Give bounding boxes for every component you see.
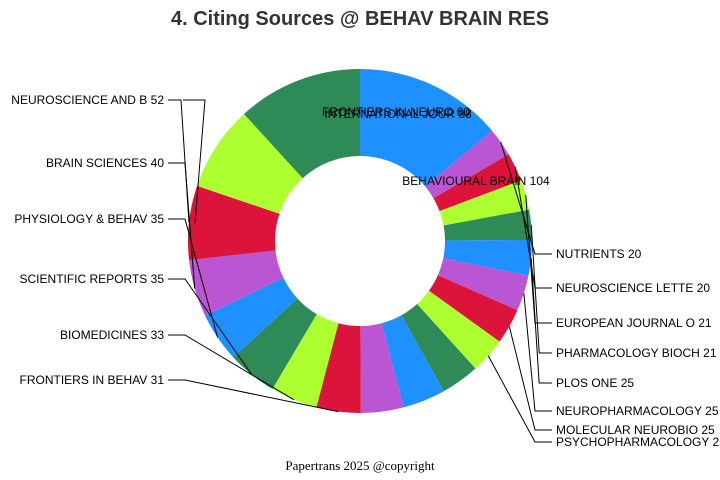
slice-frontiers-in-psych — [401, 303, 476, 392]
slice-label-frontiers-in-behav: FRONTIERS IN BEHAV 31 — [20, 373, 165, 387]
slice-behavioural-brain — [360, 69, 492, 187]
slice-european-journal-o — [439, 180, 530, 226]
slice-label-frontiers-in-neuro: FRONTIERS IN NEURO 60 — [322, 105, 470, 119]
slice-label-biomedicines: BIOMEDICINES 33 — [60, 328, 164, 342]
slice-frontiers-in-aging — [360, 323, 404, 413]
slice-physiology-behav — [204, 277, 298, 358]
leader-line-psychopharmacology — [487, 355, 552, 443]
slice-pharmacology-bioch — [443, 209, 532, 241]
leader-line-biomedicines — [168, 334, 295, 401]
slice-label-frontiers-in-aging: FRONTIERS IN AGING 30 — [556, 0, 699, 3]
slice-molecular-neurobio — [428, 275, 518, 342]
slice-nutrients — [425, 130, 509, 199]
slice-label-neuropharmacology: NEUROPHARMACOLOGY 25 — [556, 404, 719, 418]
slice-label-international-jour: INTERNATIONAL JOUR 88 — [324, 107, 472, 121]
slice-label-neuroscience: NEUROSCIENCE 30 — [556, 0, 670, 3]
slice-label-nutrients: NUTRIENTS 20 — [556, 247, 642, 261]
slice-neuroscience-lette — [433, 154, 521, 212]
slice-neuropharmacology — [437, 258, 529, 311]
slice-label-scientific-reports: SCIENTIFIC REPORTS 35 — [20, 272, 165, 286]
slice-label-frontiers-in-psych: FRONTIERS IN PSYCH 27 — [556, 0, 702, 3]
leader-line-pharmacology-bioch — [530, 224, 552, 354]
slice-plos-one — [443, 239, 532, 276]
leader-line-physiology-behav — [168, 218, 219, 338]
slice-label-plos-one: PLOS ONE 25 — [556, 376, 634, 390]
slice-neuroscience — [381, 315, 444, 408]
leader-line-plos-one — [530, 257, 552, 384]
slice-label-european-journal-o: EUROPEAN JOURNAL O 21 — [556, 316, 712, 330]
leader-line-neuropharmacology — [523, 293, 552, 412]
slice-label-brain-sciences: BRAIN SCIENCES 40 — [46, 156, 164, 170]
slice-label-pharmacology-bioch: PHARMACOLOGY BIOCH 21 — [556, 346, 717, 360]
leader-line-frontiers-in-behav — [168, 379, 339, 413]
slice-label-neuroscience-lette: NEUROSCIENCE LETTE 20 — [556, 281, 710, 295]
copyright-footer: Papertrans 2025 @copyright — [285, 458, 435, 473]
slice-psychopharmacology — [417, 290, 500, 369]
slice-international-jour — [243, 69, 360, 179]
leader-line-neuroscience-and-b — [168, 99, 190, 223]
leader-line-molecular-neurobio — [508, 326, 552, 431]
slice-brain-sciences — [189, 250, 284, 316]
chart-title: 4. Citing Sources @ BEHAV BRAIN RES — [171, 8, 549, 30]
slice-group — [188, 69, 532, 413]
slice-scientific-reports — [233, 298, 317, 390]
slice-label-neuroscience-and-b: NEUROSCIENCE AND B 52 — [11, 93, 164, 107]
slice-label-physiology-behav: PHYSIOLOGY & BEHAV 35 — [14, 212, 164, 226]
leader-line-scientific-reports — [168, 278, 253, 375]
slice-label-molecular-neurobio: MOLECULAR NEUROBIO 25 — [556, 423, 715, 437]
slice-label-behavioural-brain: BEHAVIOURAL BRAIN 104 — [402, 174, 550, 188]
slice-label-psychopharmacology: PSYCHOPHARMACOLOGY 25 — [556, 435, 720, 449]
slice-frontiers-in-behav — [316, 323, 361, 413]
slice-biomedicines — [272, 314, 339, 408]
leader-line-neuroscience-and-b — [183, 99, 206, 224]
slice-neuroscience-and-b — [188, 185, 280, 261]
leader-line-group — [168, 99, 552, 443]
slice-frontiers-in-neuro — [197, 114, 303, 214]
leader-line-nutrients — [500, 142, 552, 255]
